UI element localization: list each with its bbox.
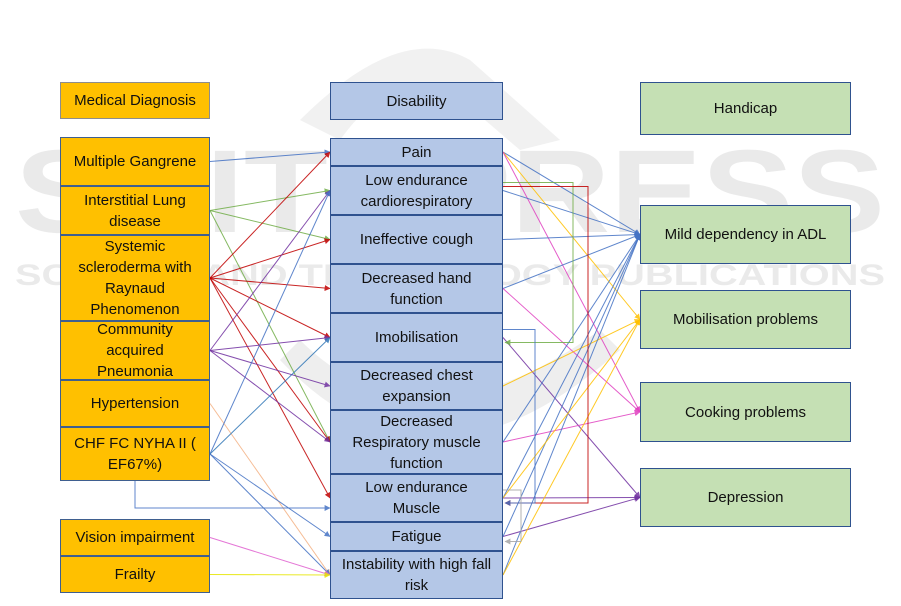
link-pain-to-adl bbox=[502, 151, 641, 235]
link-htn-to-fall bbox=[209, 403, 331, 576]
node-low-endurance-muscle[interactable]: Low endurance Muscle bbox=[330, 474, 503, 522]
node-label: Cooking problems bbox=[685, 403, 806, 421]
header-label: Medical Diagnosis bbox=[74, 92, 196, 109]
node-multiple-gangrene[interactable]: Multiple Gangrene bbox=[60, 137, 210, 186]
header-label: Disability bbox=[386, 92, 447, 110]
node-label: Mild dependency in ADL bbox=[664, 226, 827, 243]
node-imobilisation[interactable]: Imobilisation bbox=[330, 313, 503, 362]
node-label: Hypertension bbox=[90, 395, 180, 412]
link-fall-to-mob bbox=[502, 318, 641, 576]
link-chf-to-lecr bbox=[209, 189, 331, 455]
node-systemic-scleroderma[interactable]: Systemic scleroderma with Raynaud Phenom… bbox=[60, 235, 210, 321]
header-label: Handicap bbox=[713, 100, 778, 117]
link-immob-to-dep bbox=[502, 337, 641, 498]
link-chf-to-fatigue bbox=[209, 453, 331, 537]
node-mobilisation-problems[interactable]: Mobilisation problems bbox=[640, 290, 851, 349]
node-label: Systemic scleroderma with Raynaud Phenom… bbox=[78, 238, 192, 318]
node-mild-dependency-adl[interactable]: Mild dependency in ADL bbox=[640, 205, 851, 264]
node-label: Instability with high fall risk bbox=[341, 556, 492, 594]
node-depression[interactable]: Depression bbox=[640, 468, 851, 527]
link-ild-to-lecr bbox=[209, 188, 331, 211]
node-label: Imobilisation bbox=[374, 329, 459, 346]
link-ssc-to-hand bbox=[209, 277, 331, 292]
node-label: Decreased Respiratory muscle function bbox=[352, 412, 481, 472]
link-resp-to-adl bbox=[502, 233, 641, 443]
node-label: Community acquired Pneumonia bbox=[97, 321, 173, 380]
node-label: Depression bbox=[707, 489, 784, 506]
link-chest-to-mob bbox=[502, 319, 641, 387]
link-ssc-to-pain bbox=[209, 151, 331, 279]
link-resp-to-cook bbox=[502, 410, 641, 443]
node-decreased-chest-expansion[interactable]: Decreased chest expansion bbox=[330, 362, 503, 410]
node-cooking-problems[interactable]: Cooking problems bbox=[640, 382, 851, 442]
node-label: Ineffective cough bbox=[359, 231, 474, 248]
header-medical-diagnosis: Medical Diagnosis bbox=[60, 82, 210, 119]
node-label: Pain bbox=[401, 143, 432, 161]
link-cap-to-lecr bbox=[209, 190, 331, 351]
node-low-endurance-cardiorespiratory[interactable]: Low endurance cardiorespiratory bbox=[330, 166, 503, 215]
link-lem-to-dep bbox=[502, 494, 641, 501]
node-pain[interactable]: Pain bbox=[330, 138, 503, 166]
link-frailty-to-fall bbox=[209, 571, 331, 578]
node-community-acquired-pneumonia[interactable]: Community acquired Pneumonia bbox=[60, 321, 210, 380]
link-ssc-to-cough bbox=[209, 238, 331, 279]
link-fatigue-to-dep bbox=[502, 496, 641, 537]
node-decreased-hand-function[interactable]: Decreased hand function bbox=[330, 264, 503, 313]
elbow-link-chf-to-lem bbox=[134, 481, 331, 511]
node-instability-fall-risk[interactable]: Instability with high fall risk bbox=[330, 551, 503, 599]
node-label: Vision impairment bbox=[75, 529, 195, 546]
link-lecr-to-adl bbox=[502, 190, 641, 236]
node-frailty[interactable]: Frailty bbox=[60, 556, 210, 593]
node-label: Mobilisation problems bbox=[672, 311, 819, 328]
link-gangrene-to-pain bbox=[209, 149, 331, 162]
node-ineffective-cough[interactable]: Ineffective cough bbox=[330, 215, 503, 264]
node-label: Decreased chest expansion bbox=[360, 367, 473, 405]
link-fall-to-adl bbox=[502, 233, 641, 576]
node-label: Fatigue bbox=[391, 528, 442, 545]
node-interstitial-lung-disease[interactable]: Interstitial Lung disease bbox=[60, 186, 210, 235]
link-ild-to-resp bbox=[209, 210, 331, 443]
node-chf[interactable]: CHF FC NYHA II ( EF67%) bbox=[60, 427, 210, 481]
node-label: Low endurance Muscle bbox=[365, 479, 468, 517]
node-vision-impairment[interactable]: Vision impairment bbox=[60, 519, 210, 556]
link-ssc-to-immob bbox=[209, 277, 331, 338]
link-fatigue-to-adl bbox=[502, 233, 641, 537]
link-hand-to-cook bbox=[502, 288, 641, 413]
node-label: Multiple Gangrene bbox=[73, 153, 197, 170]
link-cap-to-chest bbox=[209, 350, 331, 388]
elbow-link-immob-to-lem bbox=[503, 329, 536, 506]
link-chf-to-immob bbox=[209, 337, 331, 455]
elbow-link-lecr-to-immob bbox=[503, 182, 574, 346]
link-cap-to-immob bbox=[209, 335, 331, 351]
node-decreased-respiratory-muscle-function[interactable]: Decreased Respiratory muscle function bbox=[330, 410, 503, 474]
link-pain-to-cook bbox=[502, 151, 641, 413]
link-ssc-to-resp bbox=[209, 277, 331, 443]
link-hand-to-adl bbox=[502, 233, 641, 289]
link-lem-to-mob bbox=[502, 319, 641, 499]
link-vision-to-fall bbox=[209, 537, 331, 577]
link-ssc-to-lem bbox=[209, 277, 331, 499]
link-lem-to-adl bbox=[502, 233, 641, 499]
node-label: CHF FC NYHA II ( EF67%) bbox=[74, 435, 196, 473]
node-label: Frailty bbox=[114, 566, 156, 583]
header-disability: Disability bbox=[330, 82, 503, 120]
link-cough-to-adl bbox=[502, 231, 641, 240]
link-chf-to-fall bbox=[209, 453, 331, 576]
node-hypertension[interactable]: Hypertension bbox=[60, 380, 210, 427]
node-fatigue[interactable]: Fatigue bbox=[330, 522, 503, 551]
elbow-link-lecr-to-lem bbox=[503, 186, 589, 506]
node-label: Decreased hand function bbox=[361, 269, 472, 308]
header-handicap: Handicap bbox=[640, 82, 851, 135]
node-label: Interstitial Lung disease bbox=[84, 191, 186, 230]
node-label: Low endurance cardiorespiratory bbox=[360, 171, 473, 210]
elbow-link-lem-to-fatigue bbox=[503, 489, 522, 545]
